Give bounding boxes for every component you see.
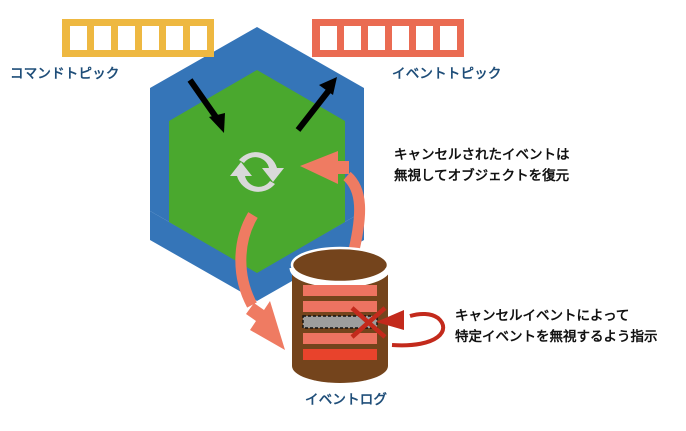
- cancel-annotation-line1: キャンセルイベントによって: [455, 308, 630, 323]
- cancel-pointer-arrow: [376, 310, 446, 348]
- cancel-annotation: キャンセルイベントによって 特定イベントを無視するよう指示: [455, 306, 658, 348]
- event-log-label: イベントログ: [305, 392, 388, 407]
- command-input-arrow: [187, 78, 225, 133]
- event-topic-queue: [312, 19, 464, 57]
- replay-into-processor-arrow: [300, 151, 366, 252]
- cancel-annotation-line2: 特定イベントを無視するよう指示: [455, 328, 658, 344]
- log-record: [303, 285, 377, 296]
- log-record: [303, 301, 377, 312]
- command-topic-label: コマンドトピック: [10, 66, 120, 81]
- event-topic-label: イベントトピック: [392, 66, 502, 81]
- restore-annotation-line1: キャンセルされたイベントは: [394, 147, 570, 162]
- command-topic-queue: [62, 19, 214, 57]
- event-output-arrow: [295, 77, 337, 132]
- log-record: [303, 349, 377, 360]
- cancel-x-mark: [350, 306, 387, 339]
- append-to-log-arrow: [235, 212, 285, 350]
- event-log-cylinder: [289, 246, 391, 383]
- log-record: [303, 333, 377, 344]
- restore-annotation-line2: 無視してオブジェクトを復元: [394, 167, 570, 183]
- restore-annotation: キャンセルされたイベントは 無視してオブジェクトを復元: [394, 145, 570, 187]
- refresh-cycle-icon: [230, 152, 284, 192]
